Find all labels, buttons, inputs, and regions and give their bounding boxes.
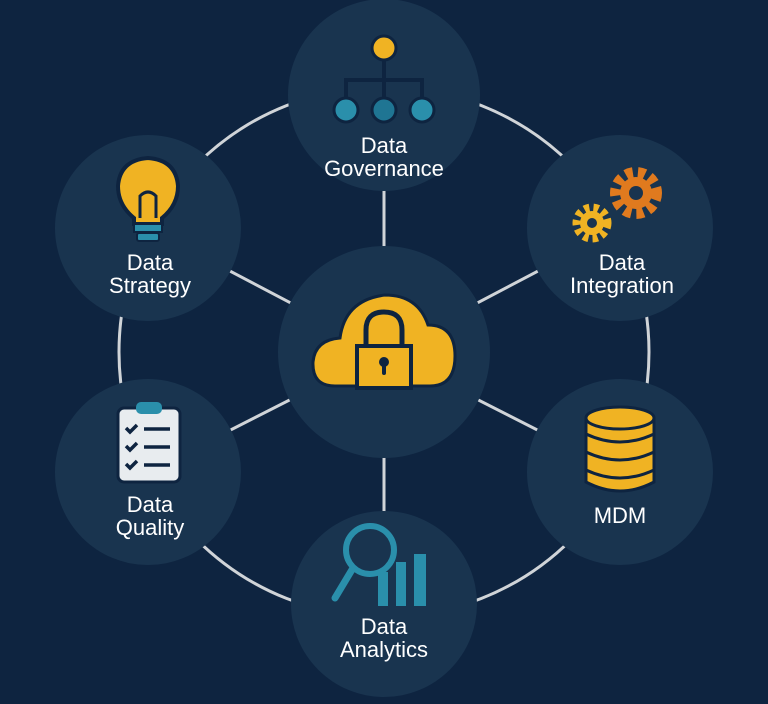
node-label-line2: Governance <box>324 156 444 181</box>
node-label-line1: Data <box>599 250 646 275</box>
checklist-icon <box>116 402 182 484</box>
node-data-strategy[interactable]: Data Strategy <box>55 135 241 321</box>
gears-icon <box>572 167 662 243</box>
node-label-line1: Data <box>361 133 408 158</box>
lightbulb-icon <box>115 155 181 242</box>
node-data-integration[interactable]: Data Integration <box>527 135 713 321</box>
node-label-line1: Data <box>127 492 174 517</box>
node-label-line1: Data <box>361 614 408 639</box>
node-mdm[interactable]: MDM <box>527 379 713 565</box>
hierarchy-icon <box>332 34 436 124</box>
node-data-governance[interactable]: Data Governance <box>288 0 480 191</box>
node-label-line2: Analytics <box>340 637 428 662</box>
magnifier-chart-icon <box>331 523 426 606</box>
node-data-quality[interactable]: Data Quality <box>55 379 241 565</box>
node-data-analytics[interactable]: Data Analytics <box>291 511 477 697</box>
database-icon <box>584 405 656 493</box>
center-node <box>278 246 490 458</box>
node-label-line2: Quality <box>116 515 184 540</box>
node-label-line2: Strategy <box>109 273 191 298</box>
node-label-line1: Data <box>127 250 174 275</box>
node-label-line2: Integration <box>570 273 674 298</box>
node-label-line2: MDM <box>594 503 647 528</box>
cloud-lock-icon <box>311 293 457 390</box>
